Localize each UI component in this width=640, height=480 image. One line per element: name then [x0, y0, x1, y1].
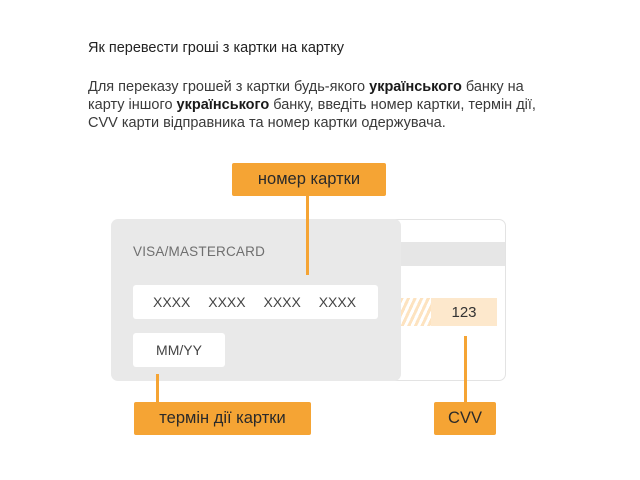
- card-number-field[interactable]: XXXX XXXX XXXX XXXX: [133, 285, 378, 319]
- expiry-pointer-line: [156, 374, 159, 402]
- instructions-text: Для переказу грошей з картки будь-якого …: [88, 78, 558, 132]
- cvv-callout: CVV: [434, 402, 496, 435]
- page-heading: Як перевести гроші з картки на картку: [88, 40, 345, 56]
- card-front-illustration: VISA/MASTERCARD XXXX XXXX XXXX XXXX MM/Y…: [111, 219, 401, 381]
- instructions-part-3: банку, введіть номер картки, термін дії,…: [88, 97, 536, 131]
- instructions-part-2: банку на карту іншого: [88, 79, 524, 113]
- instructions-part-1: Для переказу грошей з картки будь-якого: [88, 79, 370, 95]
- instructions-bold-2: українського: [176, 97, 270, 113]
- card-number-callout: номер картки: [232, 163, 386, 196]
- cvv-pointer-line: [464, 336, 467, 402]
- instructions-bold-1: українського: [369, 79, 462, 95]
- signature-strip: [397, 298, 431, 326]
- card-number-pointer-line: [306, 196, 309, 275]
- card-brand-label: VISA/MASTERCARD: [133, 244, 266, 259]
- expiry-date-field[interactable]: MM/YY: [133, 333, 225, 367]
- cvv-field[interactable]: 123: [431, 298, 497, 326]
- expiry-callout: термін дії картки: [134, 402, 311, 435]
